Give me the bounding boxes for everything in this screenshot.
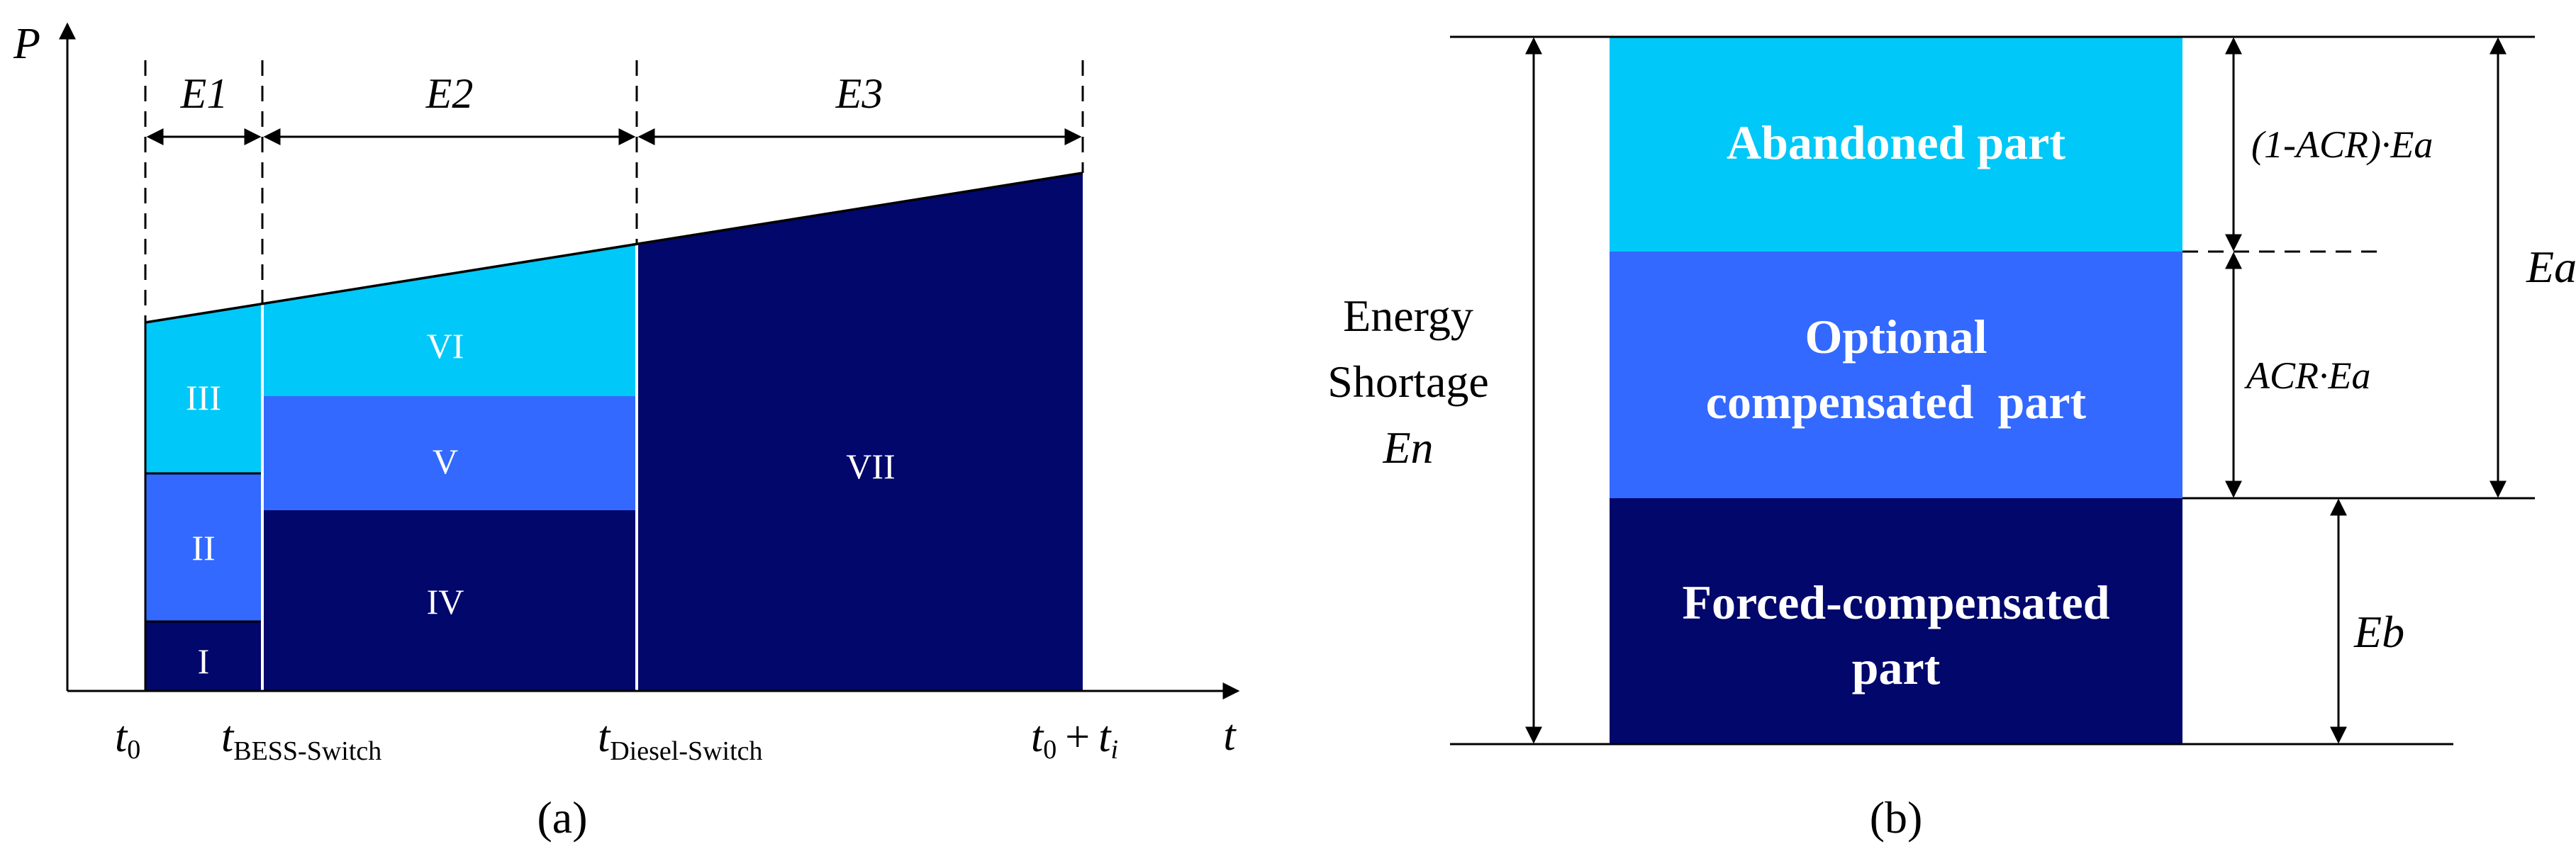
box-forced	[1610, 498, 2182, 744]
box-label-optional-2: compensated part	[1706, 375, 2087, 429]
tick-t0: t0	[115, 713, 140, 765]
box-label-optional-1: Optional	[1805, 310, 1987, 364]
ea-label: Ea	[2526, 242, 2576, 292]
x-axis-label: t	[1223, 712, 1237, 760]
caption-a: (a)	[537, 792, 587, 843]
box-label-forced-2: part	[1852, 641, 1941, 695]
interval-label-e1: E1	[180, 70, 228, 117]
region-label-IV: IV	[427, 582, 464, 622]
tick-end: t0+ti	[1031, 713, 1118, 765]
region-label-I: I	[198, 641, 210, 681]
box-label-abandoned: Abandoned part	[1727, 116, 2065, 169]
region-I	[145, 622, 262, 691]
region-label-II: II	[191, 528, 215, 568]
region-V	[262, 396, 637, 510]
one-minus-acr-label: (1-ACR)·Ea	[2251, 123, 2433, 166]
panel-a: E1 E2 E3 P t t0 tBESS-Switch tDiesel-Swi…	[13, 20, 1240, 843]
region-III	[145, 305, 262, 473]
caption-b: (b)	[1870, 792, 1923, 843]
power-curve	[145, 171, 1083, 324]
region-VI	[262, 245, 637, 396]
interval-label-e2: E2	[425, 70, 474, 117]
energy-shortage-line2: Shortage	[1327, 356, 1489, 407]
y-axis-label: P	[13, 20, 40, 68]
box-abandoned	[1610, 37, 2182, 252]
region-II	[145, 473, 262, 622]
box-optional	[1610, 252, 2182, 498]
energy-shortage-line1: Energy	[1343, 291, 1473, 341]
interval-label-e3: E3	[835, 70, 883, 117]
region-IV	[262, 510, 637, 691]
region-label-III: III	[186, 378, 221, 417]
region-label-VII: VII	[846, 446, 895, 486]
tick-diesel-switch: tDiesel-Switch	[598, 713, 763, 766]
region-label-VI: VI	[427, 326, 464, 366]
box-label-forced-1: Forced-compensated	[1682, 575, 2109, 629]
energy-shortage-line3: En	[1382, 422, 1433, 473]
tick-bess-switch: tBESS-Switch	[221, 713, 381, 766]
region-label-V: V	[433, 442, 458, 481]
acr-label: ACR·Ea	[2244, 354, 2370, 397]
eb-label: Eb	[2353, 607, 2404, 657]
panel-b: Abandoned part Optional compensated part…	[1290, 35, 2576, 843]
region-VII	[637, 173, 1083, 691]
